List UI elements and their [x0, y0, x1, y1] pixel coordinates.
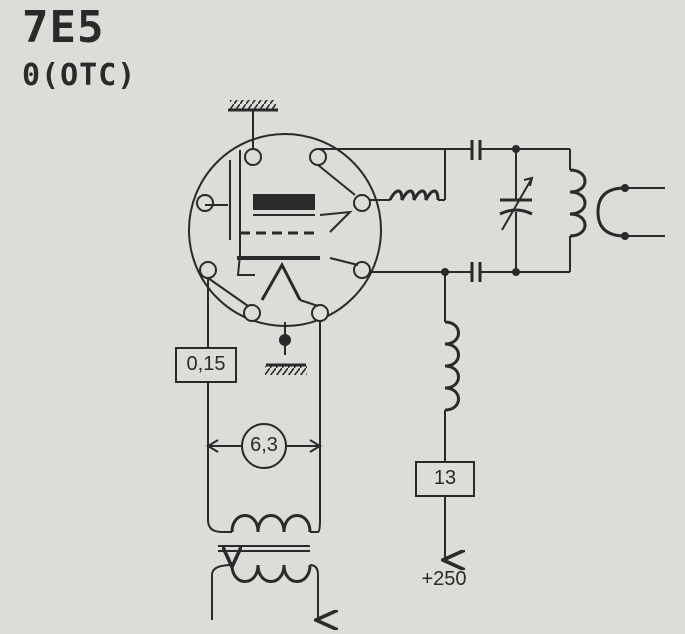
- heater-current-label: 0,15: [186, 353, 226, 375]
- supply-voltage-label: +250: [421, 568, 467, 590]
- heater-voltage-label: 6,3: [250, 434, 278, 456]
- plate-circuit: [318, 140, 665, 282]
- plate-current-label: 13: [433, 467, 457, 489]
- heater-current-box: [175, 347, 237, 383]
- plate-current-box: [415, 461, 475, 497]
- heater-filament: [260, 261, 302, 301]
- tube-envelope: [188, 133, 382, 327]
- heater-voltage-circle: [241, 423, 287, 469]
- tube-electrodes: [205, 150, 359, 307]
- tube-pins: [196, 148, 371, 322]
- anode-plate: [253, 194, 315, 210]
- tube-subtitle: 0(OTC): [22, 58, 137, 93]
- supply-choke: [445, 272, 459, 560]
- top-ground-symbol: [228, 100, 278, 155]
- cathode-ground-symbol: [265, 322, 307, 375]
- tube-type-title: 7E5: [22, 2, 105, 53]
- heater-transformer: [207, 514, 320, 621]
